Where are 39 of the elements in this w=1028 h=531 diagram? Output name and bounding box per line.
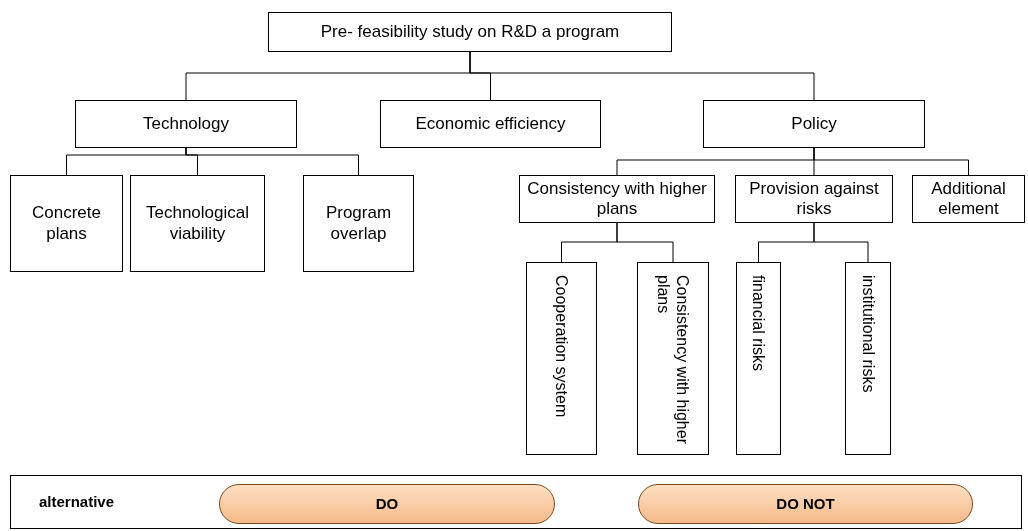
category-box [845,262,891,455]
connector-line [185,147,359,176]
node-label: Economic efficiency [415,113,566,135]
alternative-panel [10,475,1022,529]
node-label: institutional risks [858,275,878,393]
category-box [703,100,925,148]
category-box [75,100,297,148]
category-box [736,262,781,455]
node-label: Technological viability [145,203,250,244]
node-label: Policy [791,113,837,135]
connector-line [469,51,815,101]
category-box [912,175,1025,223]
category-box [526,262,597,455]
category-box [268,12,672,52]
node-label: Provision against risks [748,178,880,220]
category-box [303,175,414,272]
category-box [519,175,715,223]
node-label: Program overlap [324,203,393,244]
category-box [735,175,893,223]
node-label: DO [375,495,399,513]
category-box [380,100,601,148]
node-label: Cooperation system [552,275,572,418]
connector-line [813,222,869,263]
option-pill [638,484,973,524]
category-box [637,262,709,455]
node-label: Consistency with higher plans [526,178,708,220]
connector-line [616,222,674,263]
node-label: Consistency with higher plans [654,275,693,446]
node-label: financial risks [749,275,769,372]
node-label: alternative [39,493,115,511]
category-box [130,175,265,272]
category-box [10,175,123,272]
node-label: DO NOT [776,495,835,513]
node-label: Pre- feasibility study on R&D a program [320,21,620,43]
option-pill [219,484,555,524]
node-label: Technology [143,113,229,135]
node-label: Concrete plans [31,203,102,244]
connector-line [813,147,969,176]
node-label: Additional element [930,178,1007,220]
